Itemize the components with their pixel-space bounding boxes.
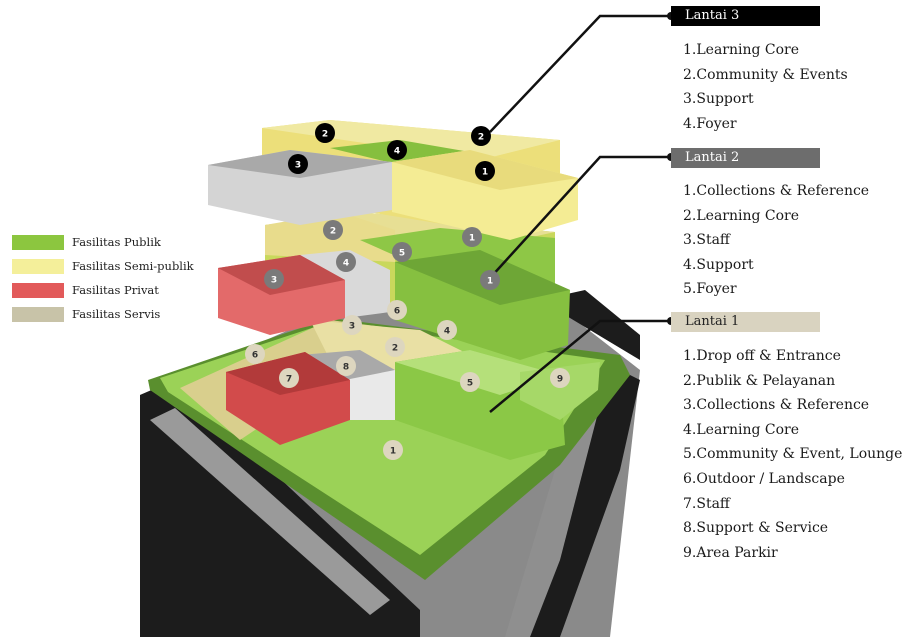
floor-3-item: 2.Community & Events bbox=[683, 66, 848, 83]
legend-label-publik: Fasilitas Publik bbox=[72, 235, 161, 249]
floor2-marker-label: 1 bbox=[469, 234, 475, 244]
floor1-marker-label: 9 bbox=[557, 375, 563, 385]
floor1-marker-label: 6 bbox=[394, 307, 400, 317]
floor3-marker-label: 3 bbox=[295, 161, 301, 171]
floor-2-header: Lantai 2 bbox=[671, 148, 820, 168]
legend-label-servis: Fasilitas Servis bbox=[72, 307, 161, 321]
floor3-marker-5: 1 bbox=[475, 161, 495, 181]
floor3-marker-label: 2 bbox=[478, 133, 484, 143]
floor1-marker-label: 8 bbox=[343, 363, 349, 373]
floor1-marker-label: 6 bbox=[252, 351, 258, 361]
floor-3-item: 1.Learning Core bbox=[683, 42, 800, 58]
floor-1-item: 3.Collections & Reference bbox=[683, 397, 870, 414]
floor1-marker-6: 8 bbox=[336, 356, 356, 376]
floor-1-list: 1.Drop off & Entrance 2.Publik & Pelayan… bbox=[683, 344, 902, 565]
leader-lines bbox=[489, 14, 671, 413]
floor2-marker-5: 4 bbox=[336, 252, 356, 272]
floor2-marker-label: 2 bbox=[330, 227, 336, 237]
floor1-marker-1: 6 bbox=[387, 300, 407, 320]
legend-label-privat: Fasilitas Privat bbox=[72, 283, 159, 297]
floor-2-item: 3.Staff bbox=[683, 232, 730, 249]
floor2-marker-6: 1 bbox=[480, 270, 500, 290]
floor-2-item: 1.Collections & Reference bbox=[683, 183, 870, 199]
floor-3-header: Lantai 3 bbox=[671, 6, 820, 26]
floor1-marker-label: 2 bbox=[392, 344, 398, 354]
floor3-marker-4: 2 bbox=[471, 126, 491, 146]
legend-item-privat: Fasilitas Privat bbox=[12, 281, 194, 299]
floor-1-item: 1.Drop off & Entrance bbox=[683, 348, 841, 364]
floor-3-massing bbox=[208, 120, 578, 240]
floor-2-item: 2.Learning Core bbox=[683, 207, 800, 224]
legend-label-semi-publik: Fasilitas Semi-publik bbox=[72, 259, 194, 273]
floor-1-item: 6.Outdoor / Landscape bbox=[683, 470, 845, 487]
floor-3-list: 1.Learning Core 2.Community & Events 3.S… bbox=[683, 38, 848, 136]
floor2-marker-3: 1 bbox=[462, 227, 482, 247]
floor-1-item: 9.Area Parkir bbox=[683, 544, 778, 561]
floor-1-item: 5.Community & Event, Lounge bbox=[683, 446, 903, 463]
floor-1-item: 8.Support & Service bbox=[683, 520, 829, 537]
floor-3-item: 4.Foyer bbox=[683, 115, 737, 132]
floor1-marker-3: 4 bbox=[437, 320, 457, 340]
legend-swatch-publik bbox=[12, 234, 64, 250]
floor1-marker-7: 7 bbox=[279, 368, 299, 388]
floor-1-header: Lantai 1 bbox=[671, 312, 820, 332]
floor1-marker-label: 7 bbox=[286, 375, 292, 385]
floor-2-list: 1.Collections & Reference 2.Learning Cor… bbox=[683, 179, 869, 302]
floor1-marker-label: 3 bbox=[349, 322, 355, 332]
floor-3-item: 3.Support bbox=[683, 91, 754, 108]
floor2-marker-4: 3 bbox=[264, 269, 284, 289]
floor-1-item: 7.Staff bbox=[683, 495, 730, 512]
floor1-marker-4: 2 bbox=[385, 337, 405, 357]
floor3-marker-label: 2 bbox=[322, 130, 328, 140]
floor1-marker-label: 4 bbox=[444, 327, 450, 337]
floor-1-markers: 6 3 4 2 6 8 7 5 9 1 bbox=[245, 300, 570, 460]
floor3-marker-label: 4 bbox=[394, 147, 400, 157]
floor2-marker-label: 3 bbox=[271, 276, 277, 286]
floor1-marker-label: 1 bbox=[390, 447, 396, 457]
floor3-marker-2: 3 bbox=[288, 154, 308, 174]
floor2-marker-label: 4 bbox=[343, 259, 349, 269]
floor1-marker-9: 9 bbox=[550, 368, 570, 388]
leader-dots bbox=[667, 12, 675, 325]
floor3-marker-1: 2 bbox=[315, 123, 335, 143]
floor1-marker-label: 5 bbox=[467, 379, 473, 389]
legend-swatch-servis bbox=[12, 306, 64, 322]
floor2-marker-2: 5 bbox=[392, 242, 412, 262]
floor2-marker-1: 2 bbox=[323, 220, 343, 240]
legend-swatch-privat bbox=[12, 282, 64, 298]
floor1-marker-10: 1 bbox=[383, 440, 403, 460]
legend: Fasilitas Publik Fasilitas Semi-publik F… bbox=[12, 233, 194, 329]
floor1-marker-2: 3 bbox=[342, 315, 362, 335]
legend-item-publik: Fasilitas Publik bbox=[12, 233, 194, 251]
floor3-marker-label: 1 bbox=[482, 168, 488, 178]
legend-swatch-semi-publik bbox=[12, 258, 64, 274]
floor1-marker-5: 6 bbox=[245, 344, 265, 364]
floor-2-item: 5.Foyer bbox=[683, 281, 737, 298]
floor-3-markers: 2 3 4 2 1 bbox=[288, 123, 495, 181]
floor2-marker-label: 5 bbox=[399, 249, 405, 259]
legend-item-servis: Fasilitas Servis bbox=[12, 305, 194, 323]
floor-1-item: 4.Learning Core bbox=[683, 421, 800, 438]
floor-1-item: 2.Publik & Pelayanan bbox=[683, 372, 836, 389]
floor2-marker-label: 1 bbox=[487, 277, 493, 287]
floor-2-markers: 2 5 1 3 4 1 bbox=[264, 220, 500, 290]
floor-2-item: 4.Support bbox=[683, 256, 754, 273]
legend-item-semi-publik: Fasilitas Semi-publik bbox=[12, 257, 194, 275]
floor3-marker-3: 4 bbox=[387, 140, 407, 160]
floor1-marker-8: 5 bbox=[460, 372, 480, 392]
